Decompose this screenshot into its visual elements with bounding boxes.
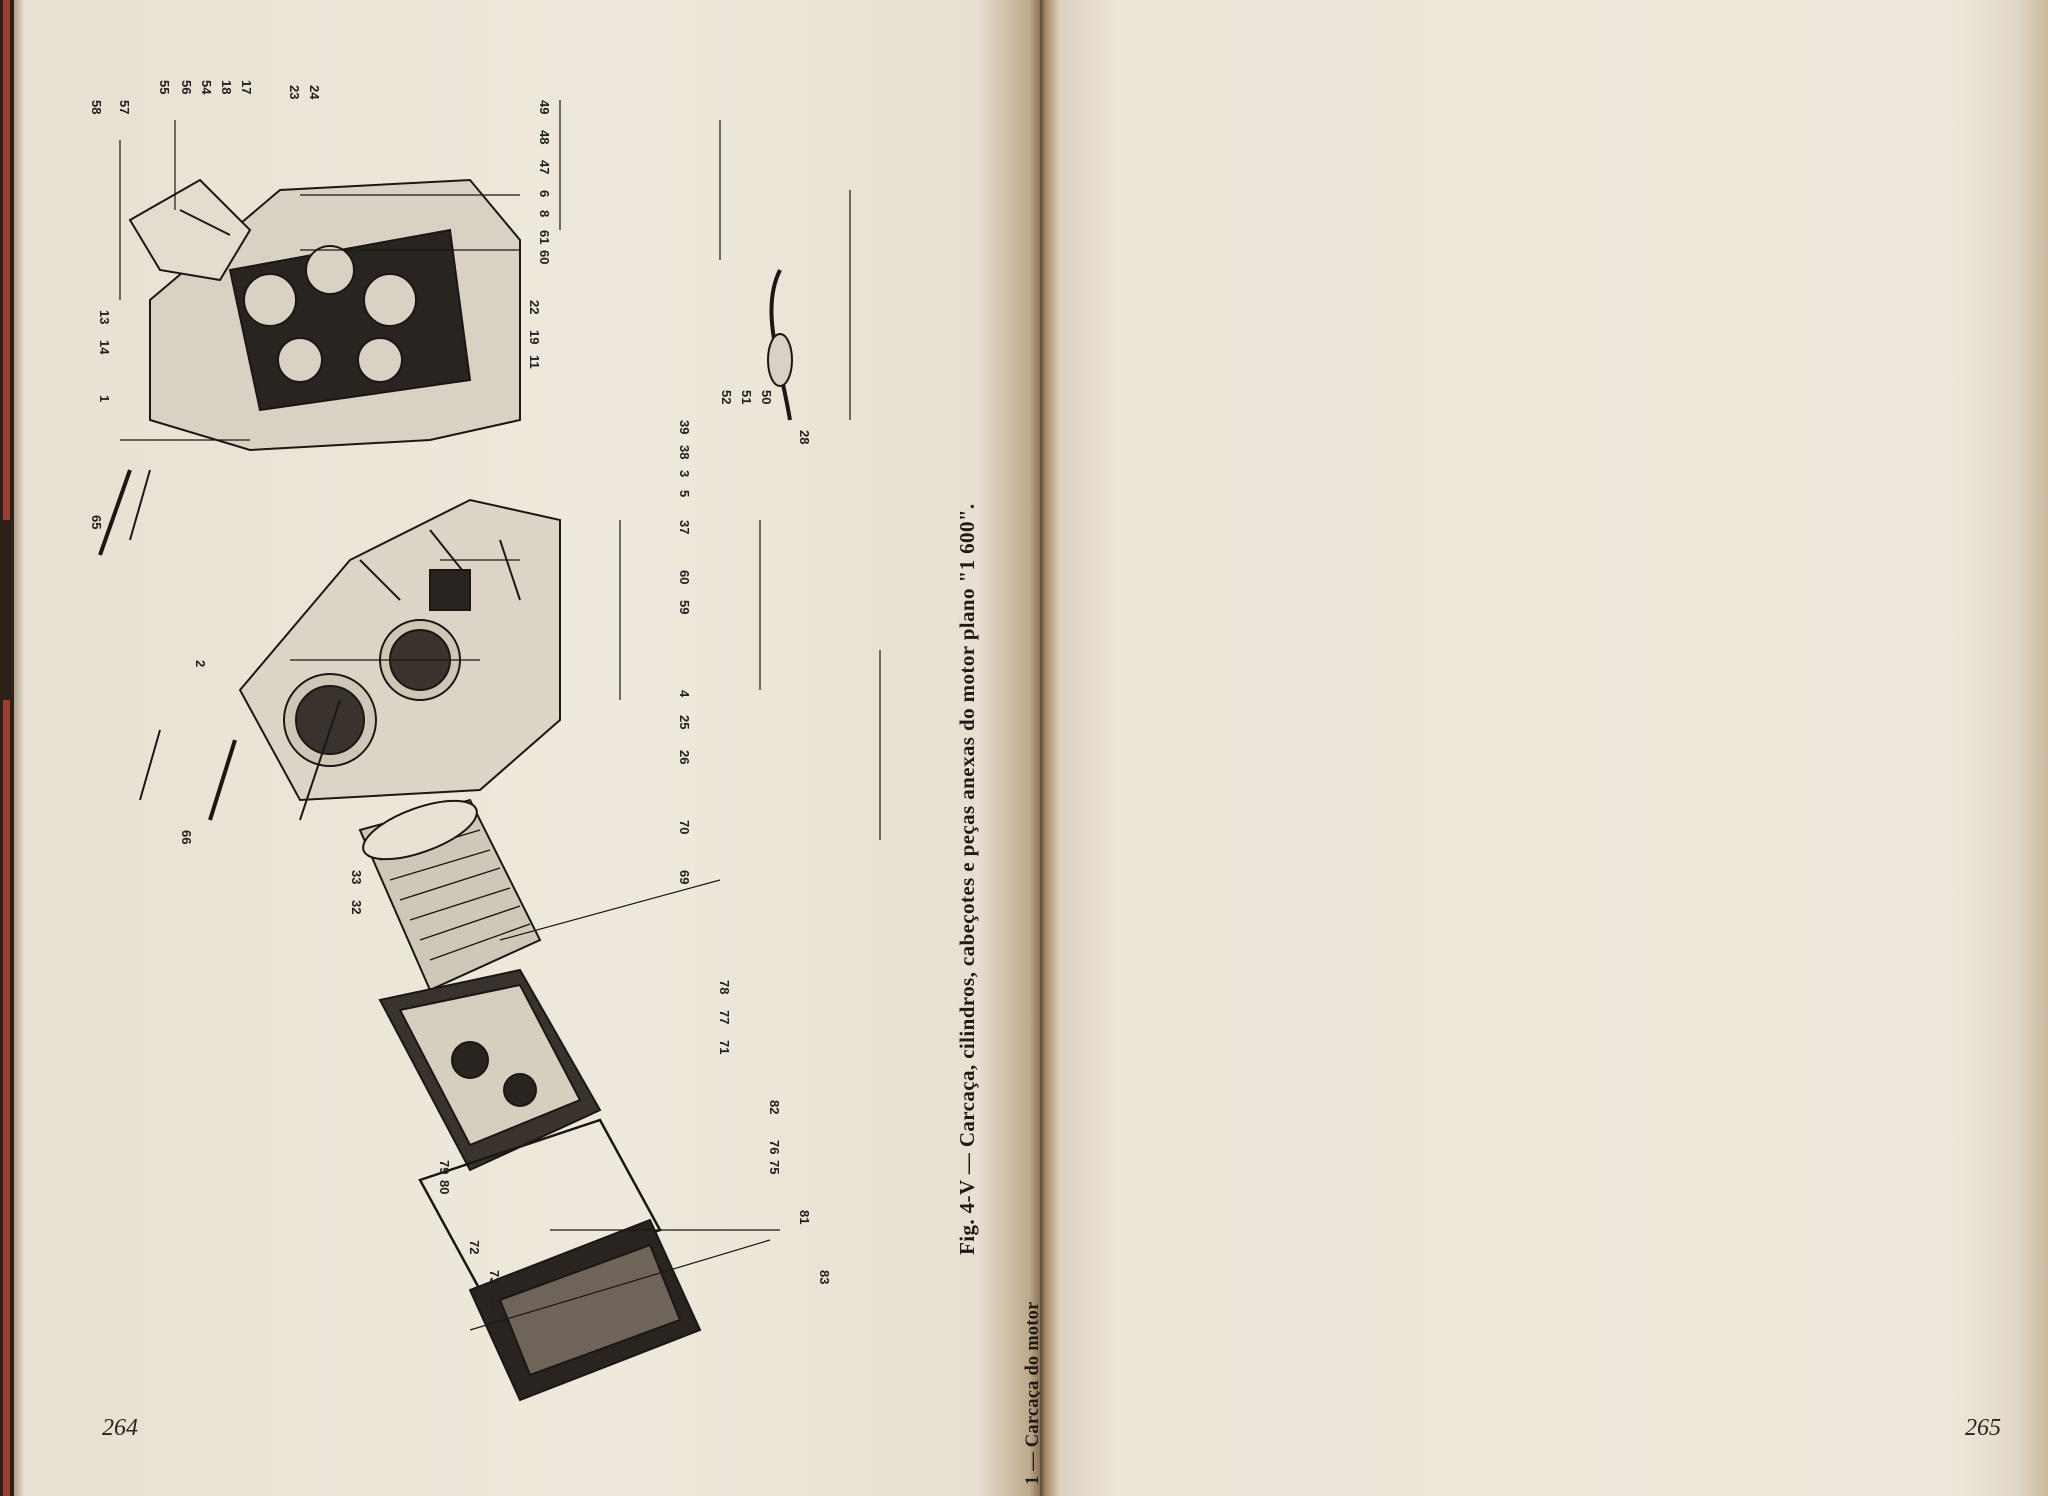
svg-text:3: 3 bbox=[677, 470, 692, 477]
svg-text:8: 8 bbox=[537, 210, 552, 217]
svg-text:74: 74 bbox=[487, 1295, 502, 1310]
svg-text:37: 37 bbox=[677, 520, 692, 534]
svg-text:78: 78 bbox=[717, 980, 732, 994]
svg-text:66: 66 bbox=[179, 830, 194, 844]
svg-text:71: 71 bbox=[717, 1040, 732, 1054]
page-number-left: 264 bbox=[102, 1415, 138, 1441]
drawing-callouts: 58 57 55 56 54 18 17 23 24 49 48 47 6 8 … bbox=[89, 80, 832, 1310]
left-page: 58 57 55 56 54 18 17 23 24 49 48 47 6 8 … bbox=[0, 0, 1040, 1496]
svg-text:1: 1 bbox=[97, 395, 112, 402]
svg-text:83: 83 bbox=[817, 1270, 832, 1284]
svg-text:54: 54 bbox=[199, 80, 214, 95]
svg-text:79: 79 bbox=[437, 1160, 452, 1174]
svg-text:51: 51 bbox=[739, 390, 754, 404]
svg-text:81: 81 bbox=[797, 1210, 812, 1224]
svg-text:73: 73 bbox=[487, 1270, 502, 1284]
page-number-right: 265 bbox=[1965, 1415, 2001, 1441]
svg-text:70: 70 bbox=[677, 820, 692, 834]
legend-description: Carcaça do motor bbox=[1023, 1301, 1040, 1448]
engine-exploded-drawing: 58 57 55 56 54 18 17 23 24 49 48 47 6 8 … bbox=[89, 80, 832, 1400]
svg-text:56: 56 bbox=[179, 80, 194, 94]
svg-text:17: 17 bbox=[239, 80, 254, 94]
svg-text:22: 22 bbox=[527, 300, 542, 314]
svg-text:24: 24 bbox=[307, 85, 322, 100]
svg-text:69: 69 bbox=[677, 870, 692, 884]
svg-text:5: 5 bbox=[677, 490, 692, 497]
svg-text:23: 23 bbox=[287, 85, 302, 99]
svg-text:65: 65 bbox=[89, 515, 104, 529]
svg-text:18: 18 bbox=[219, 80, 234, 94]
svg-text:25: 25 bbox=[677, 715, 692, 729]
svg-text:82: 82 bbox=[767, 1100, 782, 1114]
svg-text:50: 50 bbox=[759, 390, 774, 404]
svg-text:32: 32 bbox=[349, 900, 364, 914]
svg-text:6: 6 bbox=[537, 190, 552, 197]
svg-text:26: 26 bbox=[677, 750, 692, 764]
svg-text:38: 38 bbox=[677, 445, 692, 459]
book-edge bbox=[0, 0, 14, 1496]
svg-text:48: 48 bbox=[537, 130, 552, 144]
svg-text:61: 61 bbox=[537, 230, 552, 244]
svg-text:77: 77 bbox=[717, 1010, 732, 1024]
svg-text:39: 39 bbox=[677, 420, 692, 434]
svg-text:60: 60 bbox=[537, 250, 552, 264]
legend-entry: 1 — Carcaça do motor bbox=[1020, 885, 1040, 1486]
figure-caption: Fig. 4-V — Carcaça, cilindros, cabeçotes… bbox=[955, 503, 979, 1255]
svg-text:75: 75 bbox=[767, 1160, 782, 1174]
svg-text:2: 2 bbox=[193, 660, 208, 667]
svg-text:58: 58 bbox=[89, 100, 104, 114]
svg-text:49: 49 bbox=[537, 100, 552, 114]
svg-text:76: 76 bbox=[767, 1140, 782, 1154]
svg-text:19: 19 bbox=[527, 330, 542, 344]
svg-text:59: 59 bbox=[677, 600, 692, 614]
svg-text:14: 14 bbox=[97, 340, 112, 355]
svg-text:13: 13 bbox=[97, 310, 112, 324]
svg-text:80: 80 bbox=[437, 1180, 452, 1194]
right-page: 35 — Arruela de pressão36 — Porca sextav… bbox=[1040, 0, 2048, 1496]
svg-text:72: 72 bbox=[467, 1240, 482, 1254]
svg-text:57: 57 bbox=[117, 100, 132, 114]
svg-text:52: 52 bbox=[719, 390, 734, 404]
svg-text:4: 4 bbox=[677, 690, 692, 698]
svg-text:55: 55 bbox=[157, 80, 172, 94]
svg-text:33: 33 bbox=[349, 870, 364, 884]
legend-number: 1 — bbox=[1020, 1447, 1040, 1485]
svg-text:60: 60 bbox=[677, 570, 692, 584]
svg-text:28: 28 bbox=[797, 430, 812, 444]
svg-text:47: 47 bbox=[537, 160, 552, 174]
svg-text:11: 11 bbox=[527, 355, 542, 369]
